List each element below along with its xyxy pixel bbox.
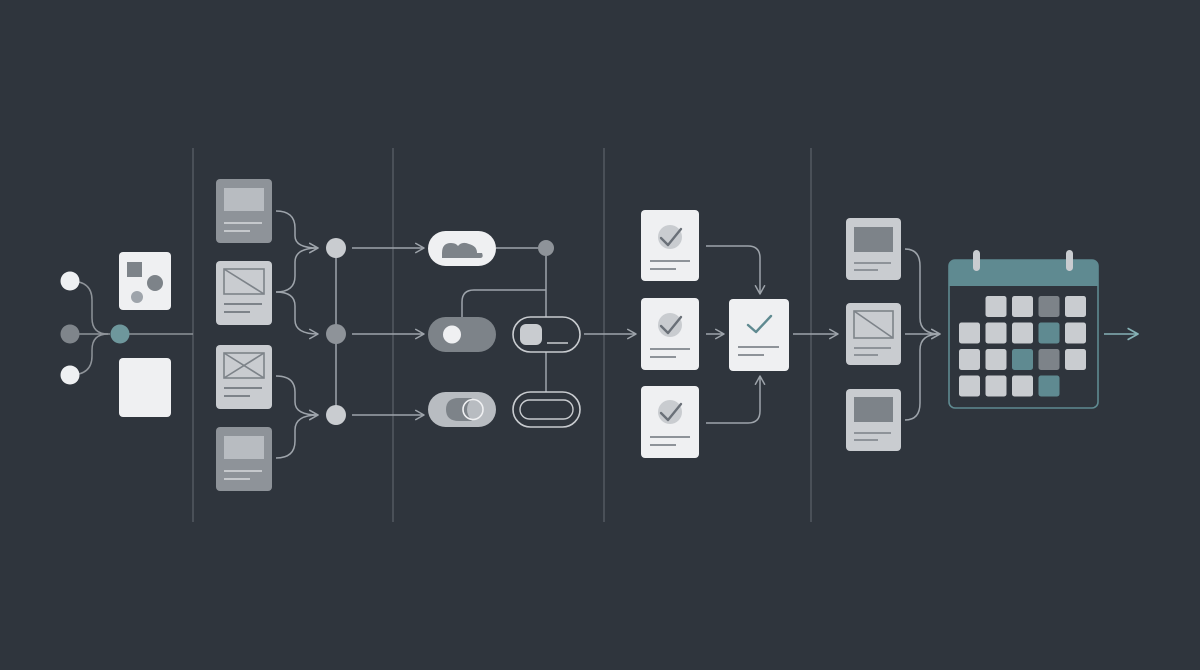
junction-node-top[interactable] (326, 238, 346, 258)
cloud-icon (442, 242, 483, 258)
node-middle[interactable] (60, 324, 80, 344)
calendar-day-cell[interactable] (1012, 349, 1033, 370)
calendar-ring-right (1066, 250, 1073, 271)
bracket-thumb-1 (904, 248, 941, 340)
calendar-day-cell[interactable] (1065, 296, 1086, 317)
circle-shape-icon (147, 275, 163, 291)
check-icon (659, 315, 683, 335)
toggle-half[interactable] (428, 392, 496, 427)
node-accent[interactable] (110, 324, 130, 344)
stage-input-sources (60, 252, 193, 417)
bracket-4 (275, 375, 319, 421)
node-top[interactable] (60, 271, 80, 291)
loop-connector (461, 289, 546, 317)
calendar-day-cell[interactable] (1038, 322, 1060, 344)
calendar-grid (959, 296, 1086, 397)
calendar-day-cell[interactable] (1038, 296, 1060, 317)
calendar-day-cell[interactable] (985, 296, 1007, 317)
calendar-day-cell[interactable] (985, 349, 1007, 370)
calendar-day-cell[interactable] (1012, 296, 1033, 317)
bracket-1 (275, 210, 319, 254)
shapes-card[interactable] (119, 252, 171, 310)
calendar-day-cell[interactable] (1012, 375, 1033, 397)
calendar-day-cell[interactable] (1038, 375, 1060, 397)
calendar-day-cell[interactable] (1038, 349, 1060, 370)
stage-toggles (428, 231, 637, 428)
thumbnail-card-1[interactable] (846, 218, 901, 280)
image-placeholder-icon (224, 436, 264, 459)
image-placeholder-icon (224, 188, 264, 211)
bracket-3 (275, 291, 319, 340)
calendar-day-cell[interactable] (1012, 322, 1033, 344)
arrow-card3-to-merge (706, 375, 766, 424)
checked-card-3[interactable] (641, 386, 699, 458)
check-icon (659, 227, 683, 247)
bracket-2 (275, 242, 319, 293)
calendar-day-cell[interactable] (1065, 349, 1086, 370)
toggle-knob (443, 325, 461, 344)
stage-dividers (192, 148, 812, 522)
bracket-thumb-3 (904, 333, 941, 421)
calendar-icon[interactable] (948, 250, 1099, 409)
check-icon (746, 314, 773, 334)
thumbnail-card-3[interactable] (846, 389, 901, 451)
thumbnail-card-2[interactable] (846, 303, 901, 365)
square-shape-icon (127, 262, 142, 277)
image-placeholder-icon (854, 227, 893, 252)
merged-checked-card[interactable] (729, 299, 789, 371)
calendar-day-cell[interactable] (985, 375, 1007, 397)
image-card-2[interactable] (216, 261, 272, 325)
checked-card-2[interactable] (641, 298, 699, 370)
connector-bottom (69, 333, 109, 376)
stage-documents (216, 179, 425, 491)
image-placeholder-icon (853, 310, 894, 339)
right-junction-node[interactable] (538, 240, 554, 256)
image-placeholder-icon (223, 268, 265, 295)
junction-node-middle[interactable] (326, 324, 346, 344)
small-circle-shape-icon (131, 291, 143, 303)
junction-node-bottom[interactable] (326, 405, 346, 425)
calendar-day-cell[interactable] (959, 322, 980, 344)
stage-schedule (846, 218, 1139, 451)
bracket-5 (275, 409, 319, 459)
toggle-knob-outline (462, 398, 484, 421)
checked-card-1[interactable] (641, 210, 699, 281)
image-placeholder-icon (223, 352, 265, 379)
calendar-day-cell[interactable] (985, 322, 1007, 344)
outline-pill-link[interactable] (512, 391, 581, 428)
toggle-switch[interactable] (428, 317, 496, 352)
arrow-card1-to-merge (706, 245, 766, 295)
stage-approvals (641, 210, 839, 458)
cloud-pill[interactable] (428, 231, 496, 266)
document-card-4[interactable] (216, 427, 272, 491)
calendar-day-cell[interactable] (959, 349, 980, 370)
node-bottom[interactable] (60, 365, 80, 385)
outline-pill-input[interactable] (512, 316, 581, 353)
calendar-day-cell[interactable] (959, 375, 980, 397)
connector-top (69, 280, 109, 335)
check-icon (659, 402, 683, 422)
calendar-day-cell[interactable] (1065, 322, 1086, 344)
blank-card[interactable] (119, 358, 171, 417)
image-card-3[interactable] (216, 345, 272, 409)
document-card-1[interactable] (216, 179, 272, 243)
calendar-ring-left (973, 250, 980, 271)
image-placeholder-icon (854, 397, 893, 422)
